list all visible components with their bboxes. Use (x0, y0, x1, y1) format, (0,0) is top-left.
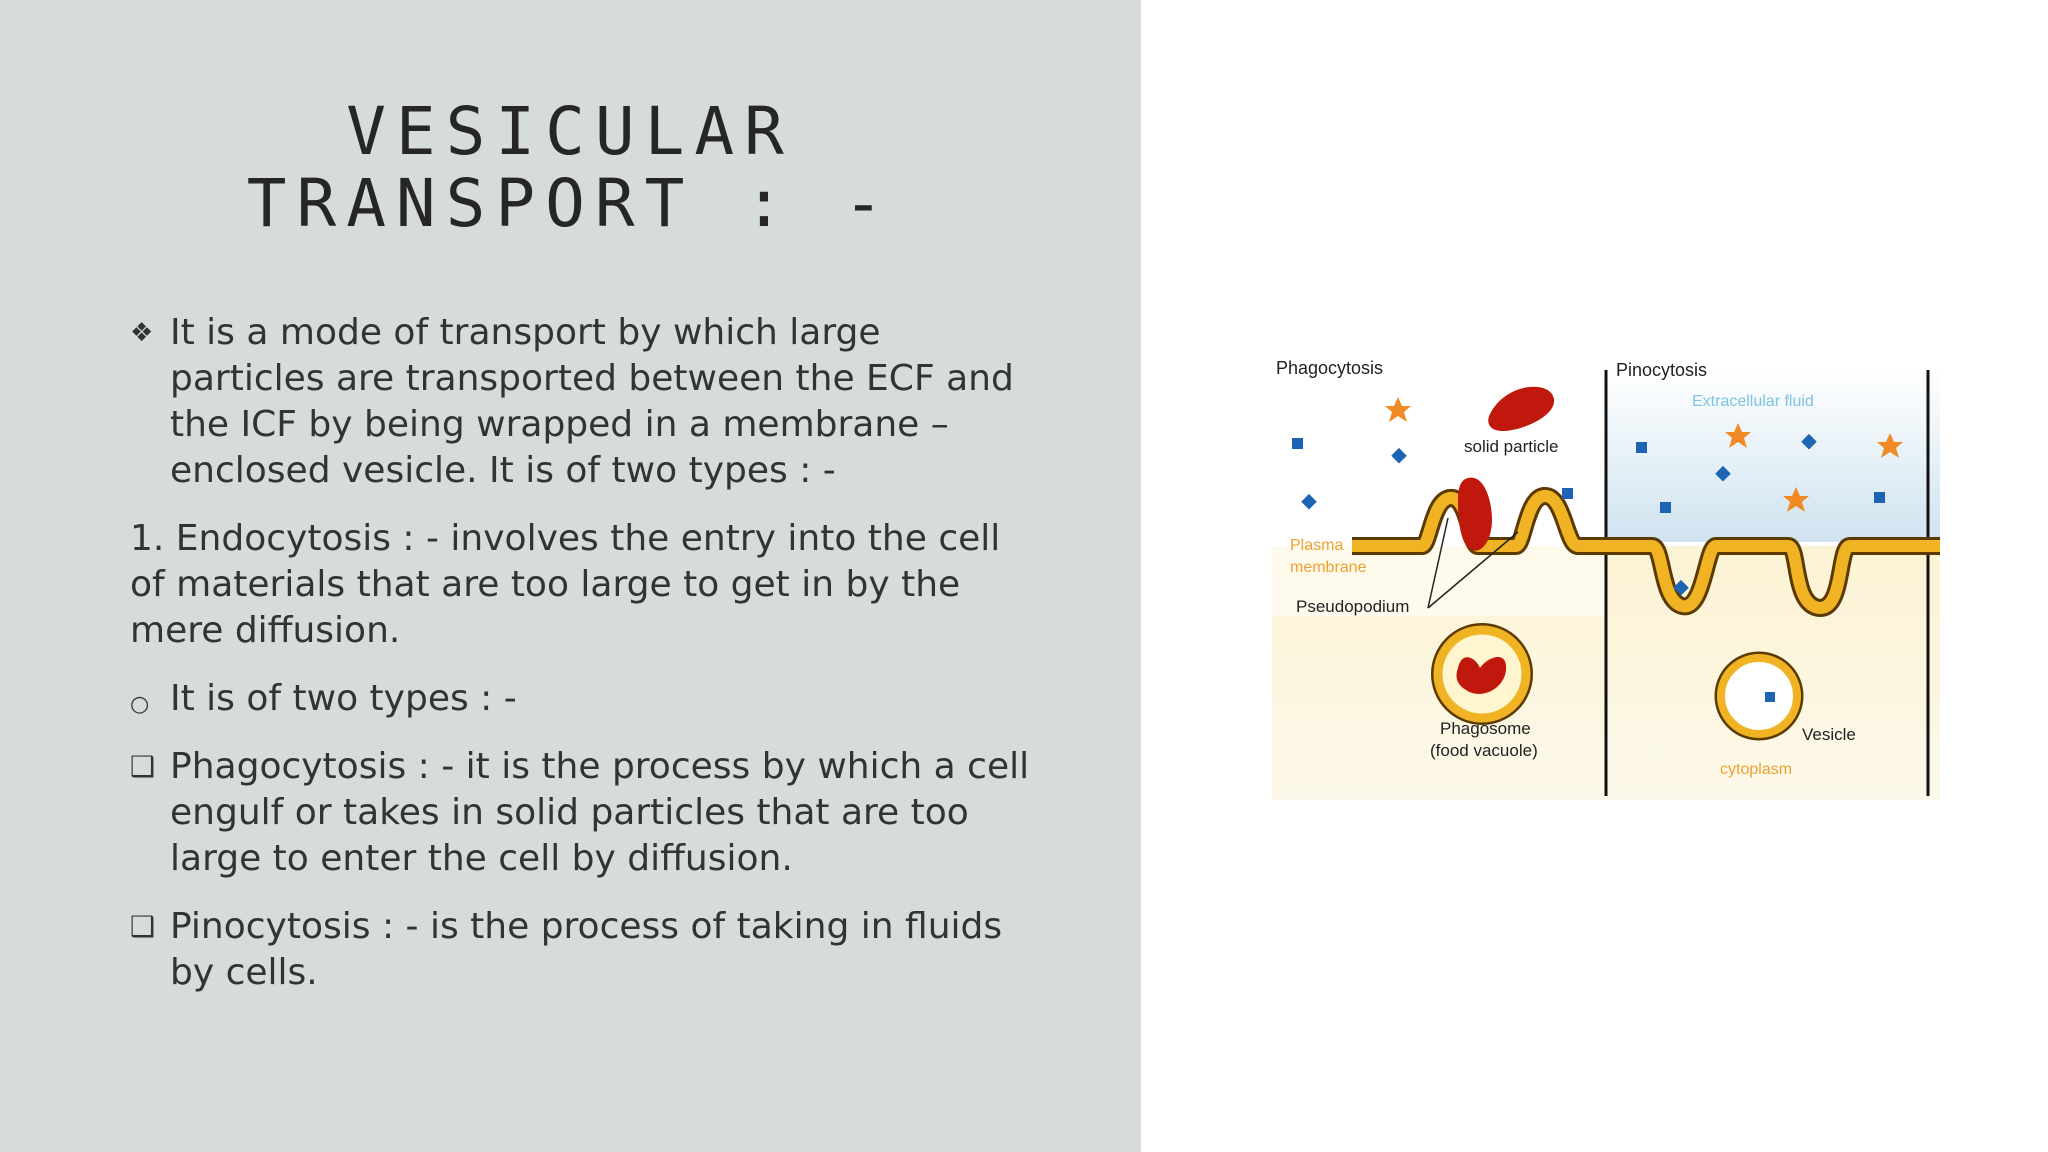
title-line-2: TRANSPORT : - (246, 165, 894, 242)
label-phagocytosis: Phagocytosis (1276, 358, 1383, 378)
orange-star (1385, 397, 1411, 422)
endocytosis-text: 1. Endocytosis : - involves the entry in… (130, 518, 1001, 651)
bullet-pinocytosis: ❑ Pinocytosis : - is the process of taki… (130, 904, 1030, 996)
label-extracellular-fluid: Extracellular fluid (1692, 393, 1814, 410)
bullet-phagocytosis: ❑ Phagocytosis : - it is the process by … (130, 744, 1030, 882)
intro-text: It is a mode of transport by which large… (170, 312, 1014, 491)
blue-diamond (1301, 493, 1317, 510)
label-solid-particle: solid particle (1464, 437, 1559, 456)
label-food-vacuole: (food vacuole) (1430, 741, 1538, 760)
types-text: It is of two types : - (170, 678, 517, 719)
vesicle-dot (1765, 692, 1775, 702)
phagosome-particle (1456, 656, 1507, 694)
slide-body: ❖ It is a mode of transport by which lar… (130, 310, 1030, 1018)
bullet-types: ○ It is of two types : - (130, 676, 1030, 722)
blue-square (1292, 438, 1303, 449)
pseudopodium-pointer (1427, 517, 1449, 609)
label-pinocytosis: Pinocytosis (1616, 360, 1707, 380)
bullet-intro: ❖ It is a mode of transport by which lar… (130, 310, 1030, 494)
ecf-region (1606, 370, 1940, 542)
label-pseudopodium: Pseudopodium (1296, 597, 1409, 616)
phagocytosis-text: Phagocytosis : - it is the process by wh… (170, 746, 1030, 879)
label-vesicle: Vesicle (1802, 725, 1856, 744)
blue-square (1874, 492, 1885, 503)
orange-star (1725, 423, 1751, 448)
blue-diamond (1801, 433, 1817, 450)
pinocytosis-membrane (1606, 540, 1940, 614)
diamond-bullet-icon: ❖ (130, 318, 154, 348)
vesicle (1717, 654, 1801, 738)
pseudopodium-pointer (1427, 531, 1519, 609)
blue-diamond (1673, 579, 1689, 596)
square-bullet-icon: ❑ (130, 910, 156, 943)
pinocytosis-text: Pinocytosis : - is the process of taking… (170, 906, 1003, 993)
orange-star (1783, 487, 1809, 512)
endocytosis-paragraph: 1. Endocytosis : - involves the entry in… (130, 516, 1030, 654)
title-line-1: VESICULAR (346, 93, 794, 170)
diagram-svg: Phagocytosis Pinocytosis Extracellular f… (1272, 358, 1940, 800)
label-plasma: Plasma (1290, 537, 1343, 554)
engulfed-particle (1458, 477, 1492, 551)
plasma-membrane (1352, 490, 1606, 552)
slide-title: VESICULAR TRANSPORT : - (120, 96, 1020, 240)
square-bullet-icon: ❑ (130, 750, 156, 783)
blue-square (1660, 502, 1671, 513)
solid-particle (1488, 386, 1555, 432)
circle-bullet-icon: ○ (130, 692, 150, 717)
blue-diamond (1391, 447, 1407, 464)
endocytosis-diagram: Phagocytosis Pinocytosis Extracellular f… (1272, 350, 1944, 800)
blue-diamond (1715, 465, 1731, 482)
blue-square (1636, 442, 1647, 453)
left-panel (0, 0, 1141, 1152)
label-phagosome: Phagosome (1440, 719, 1531, 738)
blue-square (1562, 488, 1573, 499)
label-membrane: membrane (1290, 559, 1367, 576)
label-cytoplasm: cytoplasm (1720, 761, 1792, 778)
orange-star (1877, 433, 1903, 458)
